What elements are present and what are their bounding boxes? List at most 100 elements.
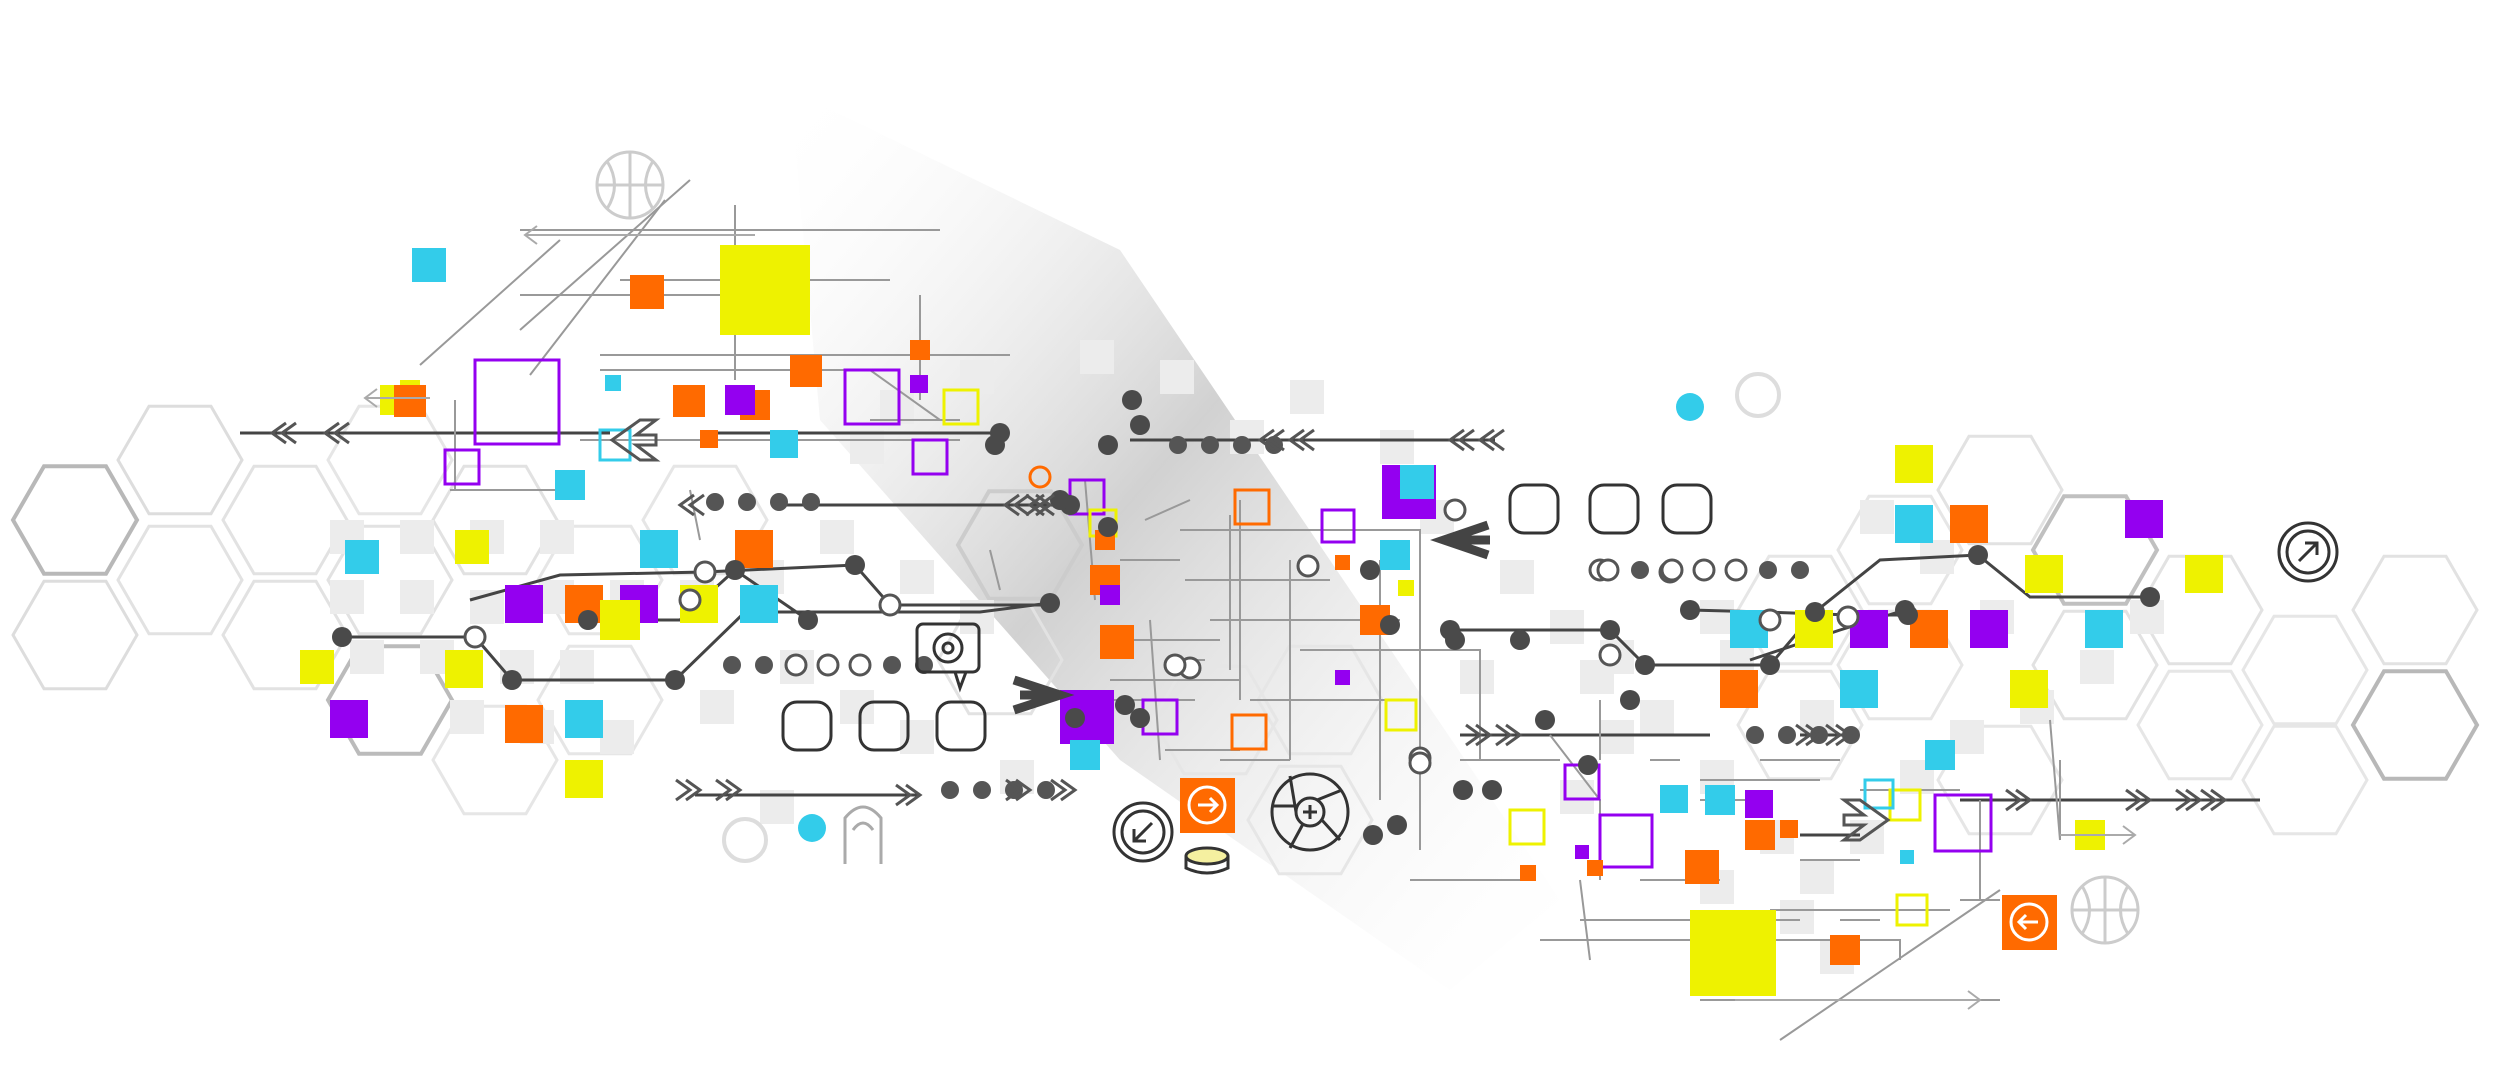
colored-square (1970, 610, 2008, 648)
node-dot (1680, 600, 1700, 620)
battery-icon (1184, 846, 1230, 875)
row-dot (816, 653, 840, 677)
chevron (1287, 428, 1305, 452)
grey-tile (1600, 720, 1634, 754)
colored-square (345, 540, 379, 574)
arrow-head (363, 388, 378, 408)
row-dot (1631, 561, 1649, 579)
hexagon-outline (221, 579, 349, 691)
outlined-square (843, 368, 901, 426)
colored-square (2085, 610, 2123, 648)
camera-aperture-icon (1270, 772, 1350, 852)
orange-ring (1028, 465, 1052, 489)
row-dot (1169, 436, 1187, 454)
node-dot (1635, 655, 1655, 675)
colored-square (1780, 820, 1798, 838)
colored-square (735, 530, 773, 568)
chevron (1475, 723, 1493, 747)
arrow-head (2122, 825, 2137, 845)
chevron (1835, 723, 1853, 747)
ring-outline (722, 817, 768, 863)
chevron (687, 493, 705, 517)
node-dot (502, 670, 522, 690)
row-dot (1660, 558, 1684, 582)
chevron (1060, 778, 1078, 802)
colored-square (1895, 505, 1933, 543)
colored-square (740, 585, 778, 623)
node-dot (1440, 620, 1460, 640)
grey-tile (1380, 430, 1414, 464)
outlined-square (911, 438, 949, 476)
node-dot (332, 627, 352, 647)
hexagon-outline (10, 464, 140, 576)
chevron (322, 421, 340, 445)
chevron (1257, 428, 1275, 452)
colored-square (910, 340, 930, 360)
node-dot (1115, 695, 1135, 715)
node-dot (1040, 593, 1060, 613)
grey-tile (450, 700, 484, 734)
hexagon-outline (2136, 669, 2264, 781)
grey-tile (600, 720, 634, 754)
node-dot (1130, 415, 1150, 435)
row-dot (1778, 726, 1796, 744)
grey-tile (1780, 900, 1814, 934)
grey-tile (1500, 560, 1534, 594)
chevron (1015, 778, 1033, 802)
colored-square (555, 470, 585, 500)
row-dot (1692, 558, 1716, 582)
node-dot (665, 670, 685, 690)
basketball-icon (595, 150, 665, 220)
outlined-square (1233, 488, 1271, 526)
chevron (2125, 788, 2143, 812)
outlined-square (942, 388, 980, 426)
node-dot (1620, 690, 1640, 710)
node-dot (798, 610, 818, 630)
colored-square (1380, 540, 1410, 570)
outlined-square (1598, 813, 1654, 869)
circuit-trace-thin (419, 179, 691, 366)
chevron (1805, 723, 1823, 747)
row-dot (883, 656, 901, 674)
hexagon-outline (1246, 764, 1374, 876)
colored-square (1925, 740, 1955, 770)
colored-square (770, 430, 798, 458)
hexagon-outline (221, 464, 349, 576)
chevron (1505, 723, 1523, 747)
hexagon-outline (1836, 494, 1964, 606)
grey-tile (1860, 500, 1894, 534)
colored-square (1950, 505, 1988, 543)
circuit-trace-thin (1220, 759, 1560, 881)
chevron (1027, 493, 1045, 517)
node-dot (1968, 545, 1988, 565)
node-dot (1360, 560, 1380, 580)
arrow-head (1967, 990, 1982, 1010)
grey-tile (1800, 860, 1834, 894)
colored-square (1900, 850, 1914, 864)
colored-square (1690, 910, 1776, 996)
chevron (725, 778, 743, 802)
row-dot (770, 493, 788, 511)
colored-square (605, 375, 621, 391)
colored-square (394, 385, 426, 417)
hexagon-outline (2351, 554, 2479, 666)
loop-arrows-icon (781, 483, 1713, 752)
colored-square (445, 650, 483, 688)
hexagon-outline (1736, 669, 1864, 781)
node-ring (1598, 643, 1622, 667)
row-dot (1724, 558, 1748, 582)
colored-square (1335, 670, 1350, 685)
hexagon-outline (2241, 724, 2369, 836)
hexagon-outline (11, 579, 139, 691)
cyan-dot (798, 814, 826, 842)
chevron (1037, 493, 1055, 517)
grey-tile (1700, 600, 1734, 634)
touch-finger-icon (843, 805, 883, 864)
node-dot (1130, 708, 1150, 728)
chevron (677, 493, 695, 517)
node-dot (985, 435, 1005, 455)
colored-square (1705, 785, 1735, 815)
colored-square (565, 760, 603, 798)
chevron (895, 783, 913, 807)
